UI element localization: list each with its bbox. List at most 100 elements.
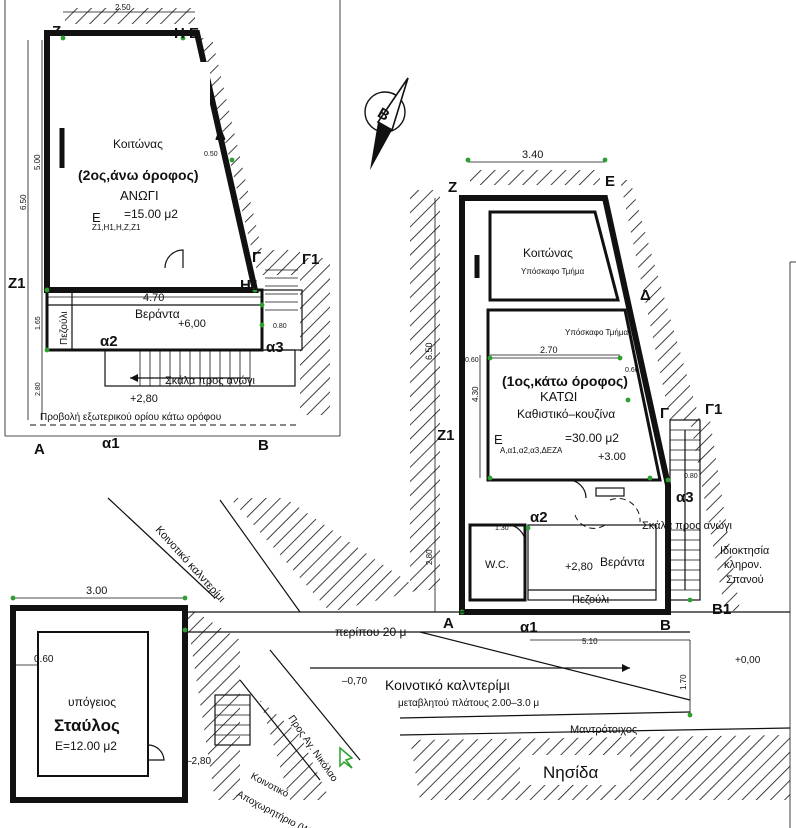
pt1-a: A <box>443 615 454 632</box>
floor1-dim-650: 6.50 <box>424 342 434 360</box>
pt1-e: E <box>605 173 615 190</box>
elev-m070: –0,70 <box>342 676 367 687</box>
pt1-a2: α2 <box>530 509 548 526</box>
ownership-1: Ιδιοκτησία <box>720 545 770 557</box>
floor1-veranda-elev: +2,80 <box>565 561 593 573</box>
pt-g1: Γ1 <box>302 251 319 268</box>
road-width-label: μεταβλητού πλάτους 2.00–3.0 μ <box>398 697 539 709</box>
stable-area: E=12.00 μ2 <box>55 739 117 753</box>
pt-g: Γ <box>252 249 261 266</box>
stable-elev: –2,80 <box>186 756 211 767</box>
floor1-dim-170: 1.70 <box>679 674 688 690</box>
floor1-door <box>567 479 587 499</box>
pt-b: B <box>258 437 269 454</box>
floor2-area-label: E <box>92 210 101 225</box>
retaining-label: Μαντρότοιχος <box>570 724 637 736</box>
pt1-b: B <box>660 617 671 634</box>
direction-arrow-icon <box>339 746 354 769</box>
pt-a3: α3 <box>266 339 284 356</box>
floor2-veranda: Βεράντα <box>135 307 180 321</box>
floor1-bedroom-outline <box>488 210 620 302</box>
floor2-dim-050: 0.50 <box>204 151 218 158</box>
floor1-veranda: Βεράντα <box>600 555 645 569</box>
floor1-area-value: =30.00 μ2 <box>565 431 619 445</box>
pt1-g1: Γ1 <box>705 401 722 418</box>
floor2-dim-280: 2.80 <box>35 382 42 396</box>
floor2-dim-5: 5.00 <box>33 154 42 170</box>
floor2-dim-080: 0.80 <box>273 323 287 330</box>
road-edge-1 <box>107 497 216 599</box>
terrain-hatch-right-1 <box>620 180 740 612</box>
floor2-plan: Κοιτώνας (2ος,άνω όροφος) ΑΝΩΓΙ E Z1,H1,… <box>4 0 341 458</box>
floor1-area-sub: A,α1,α2,α3,ΔΕΖΑ <box>500 446 563 455</box>
floor1-sub2: Υπόσκαφο Τμήμα <box>565 328 628 337</box>
floor2-stairs <box>104 349 296 387</box>
nisida-label: Νησίδα <box>543 763 598 782</box>
pt-z: Z <box>52 23 61 40</box>
pt-h1: H1 <box>240 277 259 294</box>
terrain-hatch-top-1 <box>470 170 600 185</box>
floor2-area-sub: Z1,H1,H,Z,Z1 <box>92 223 141 232</box>
floor1-dim-060: 0.60 <box>465 357 479 364</box>
floor1-elev: +3.00 <box>598 451 626 463</box>
pt1-a3: α3 <box>676 489 694 506</box>
stable-name: Σταύλος <box>54 716 120 735</box>
elev-000: +0,00 <box>735 655 761 666</box>
stable-sub: υπόγειος <box>68 695 116 709</box>
floor1-dim-080: 0.80 <box>684 473 698 480</box>
floor1-dim-510: 5.10 <box>582 637 598 646</box>
floor2-title: (2ος,άνω όροφος) <box>78 167 199 183</box>
terrain-hatch-wc <box>260 700 330 800</box>
floor2-stairs-elev: +2,80 <box>130 393 158 405</box>
stable-stairs <box>214 694 251 746</box>
terrain-hatch-path <box>185 605 240 800</box>
floor1-wc-label: W.C. <box>485 559 509 571</box>
ownership-2: κληρον. <box>724 559 762 571</box>
pt-d: Δ <box>215 127 226 144</box>
floor2-room: Κοιτώνας <box>113 137 163 151</box>
terrain-hatch-left-1 <box>410 190 440 590</box>
road-main-label: Κοινοτικό καλντερίμι <box>385 677 510 693</box>
floor2-dim-165: 1.65 <box>35 316 42 330</box>
floor1-veranda-area <box>527 524 657 601</box>
floor2-dim-top: 2.50 <box>115 3 131 12</box>
floor1-room: Κοιτώνας <box>523 246 573 260</box>
floor1-dim-top: 3.40 <box>522 149 543 161</box>
floor1-kitchen-outline <box>486 308 662 482</box>
floor1-wc <box>468 523 527 602</box>
approx-label: περίπου 20 μ <box>335 625 406 639</box>
pt1-d: Δ <box>640 287 651 304</box>
door-swing <box>164 249 184 269</box>
floor1-pezouli: Πεζούλι <box>572 594 610 606</box>
terrain-hatch-side <box>300 258 330 415</box>
floor1-room-sub: Υπόσκαφο Τμήμα <box>521 267 584 276</box>
terrain-hatch-right <box>195 38 300 275</box>
pt-a2: α2 <box>100 333 118 350</box>
floor1-dim-130: 1.30 <box>495 525 509 532</box>
floor2-veranda-elev: +6,00 <box>178 318 206 330</box>
road-edge-2 <box>219 499 301 613</box>
terrain-hatch-road <box>230 498 420 612</box>
floor1-stairs <box>669 419 701 601</box>
floor1-kitchen: Καθιστικό–κουζίνα <box>517 407 615 421</box>
floor1-dim-430: 4.30 <box>471 386 480 402</box>
floor2-projection: Προβολή εξωτερικού ορίου κάτω ορόφου <box>40 411 221 423</box>
pt1-z1: Z1 <box>437 427 455 444</box>
stable-dim-060: 0.60 <box>34 654 54 665</box>
floor2-stairs-label: Σκάλα προς ανώγι <box>165 375 256 387</box>
floor1-plan: Κοιτώνας Υπόσκαφο Τμήμα Υπόσκαφο Τμήμα (… <box>410 149 790 718</box>
floor2-area-value: =15.00 μ2 <box>124 207 178 221</box>
pt1-b1: B1 <box>712 601 731 618</box>
pt1-g: Γ <box>660 405 669 422</box>
site-plan: Κοινοτικό καλντερίμι περίπου 20 μ Κοινοτ… <box>107 497 791 828</box>
floor2-pezouli: Πεζούλι <box>58 311 70 345</box>
floor1-area-label: E <box>494 432 503 447</box>
stable-dim-300: 3.00 <box>86 585 107 597</box>
floor1-dim-270: 2.70 <box>540 345 558 355</box>
floor2-dim-470: 4.70 <box>143 292 164 304</box>
pt1-z: Z <box>448 179 457 196</box>
floor1-title: (1ος,κάτω όροφος) <box>502 373 628 389</box>
pt-a: A <box>34 441 45 458</box>
stable-plan: 3.00 0.60 υπόγειος Σταύλος E=12.00 μ2 –2… <box>10 585 211 803</box>
